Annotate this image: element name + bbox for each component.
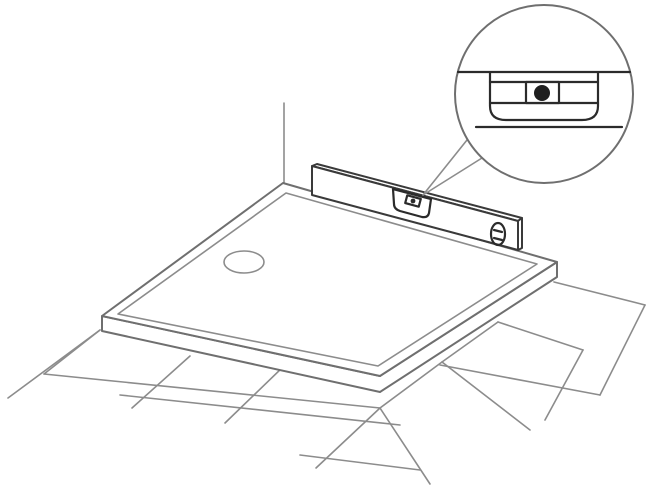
tray-inner-basin [117,192,538,367]
level-end-face [517,217,523,251]
shower-tray [101,182,558,393]
level-end-vial-mark [492,228,504,242]
callout-bubble [534,85,550,101]
tray-top-rim [101,182,558,377]
callout-vial-housing [488,71,600,122]
drain-icon [223,250,265,274]
magnifier-callout-icon [422,4,634,196]
floor-tiles [7,281,646,485]
level-end-vial [489,221,507,247]
callout-connector-lower [422,157,483,196]
callout-connector-upper [422,139,468,196]
bubble-vial-icon [391,187,433,219]
spirit-level-icon [311,163,523,251]
level-bubble [410,198,416,204]
